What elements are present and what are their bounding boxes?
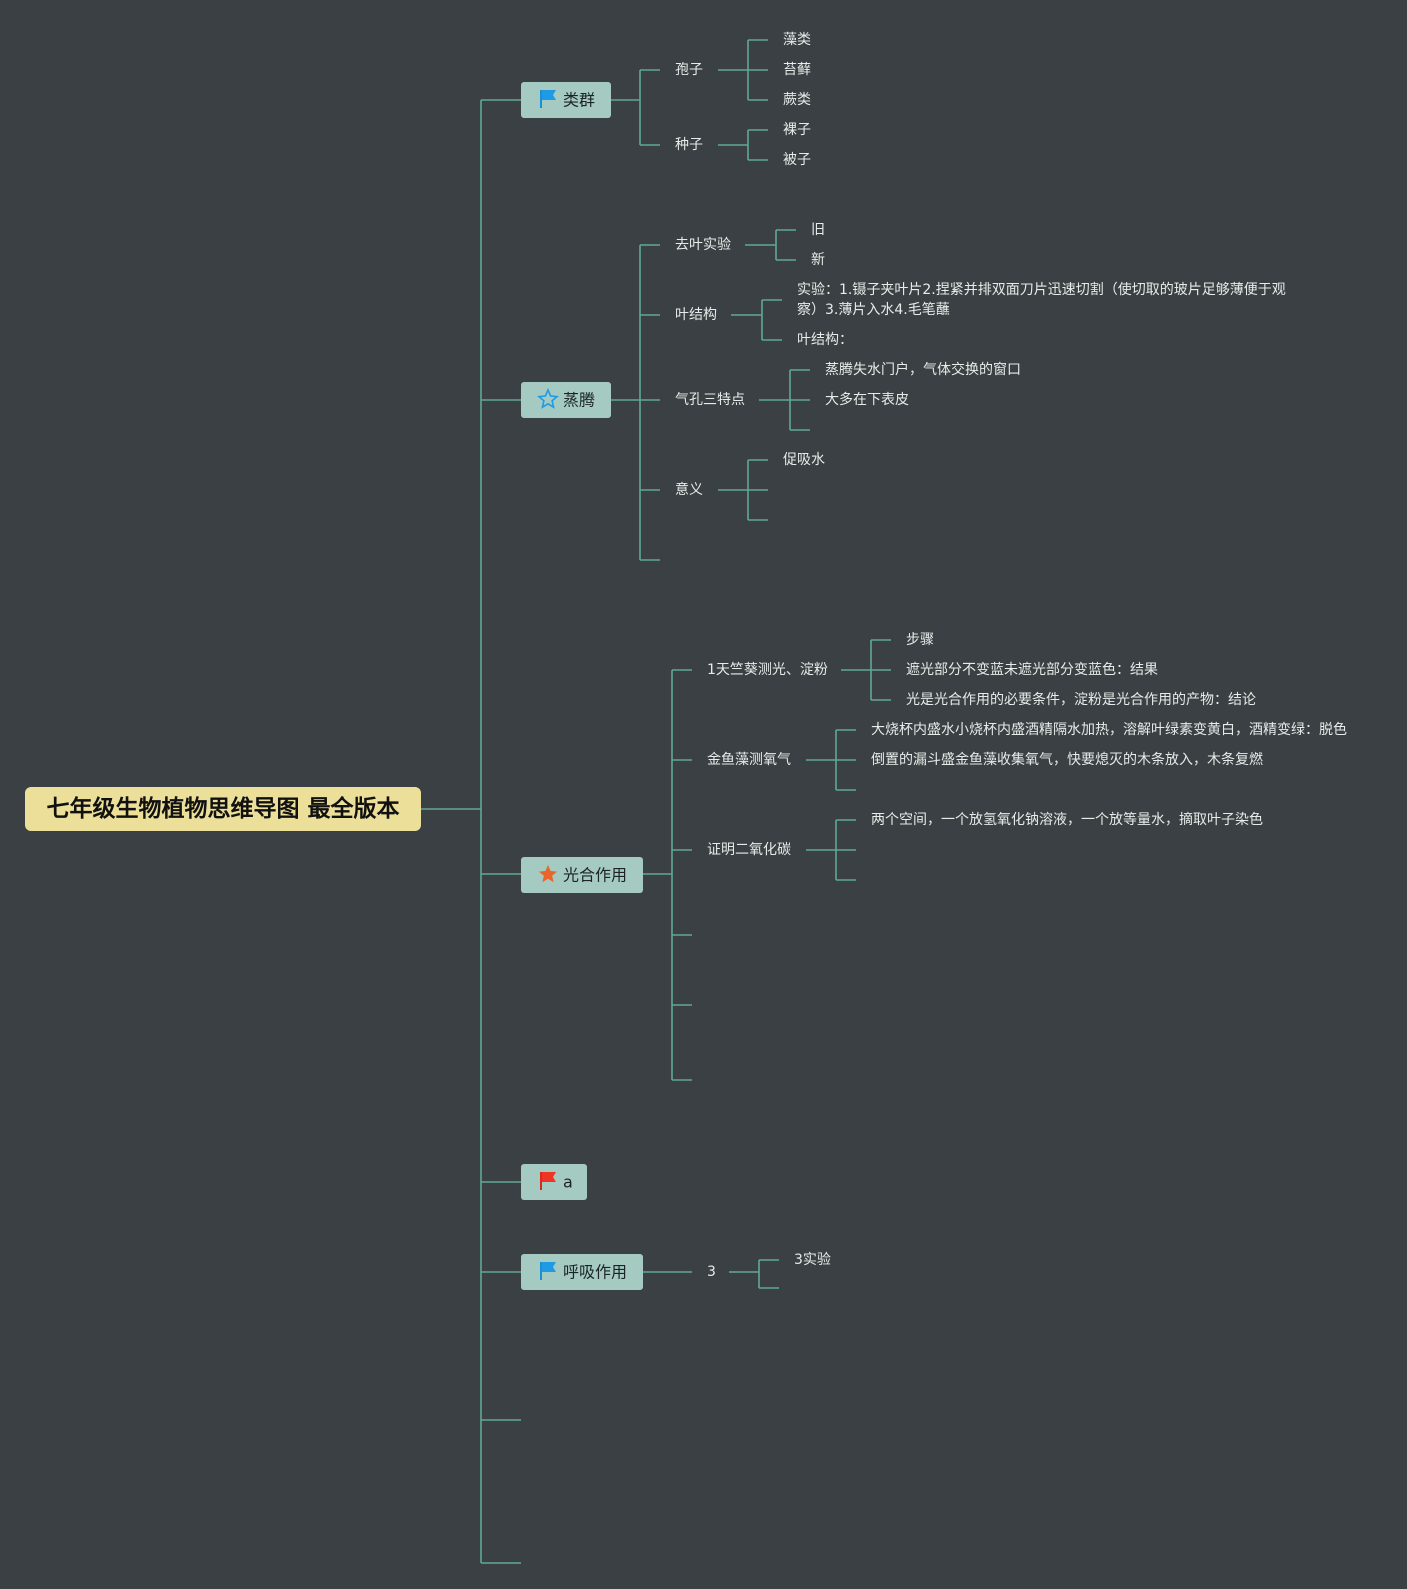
topic-yiyi[interactable]: 意义 xyxy=(675,482,703,498)
topic-baozi[interactable]: 孢子 xyxy=(675,62,703,78)
blue-flag-icon xyxy=(537,88,559,110)
branch-label: 蒸腾 xyxy=(563,390,596,410)
leaf-topic[interactable]: 光是光合作用的必要条件，淀粉是光合作用的产物：结论 xyxy=(906,692,1256,708)
topic-eryanghuatan[interactable]: 证明二氧化碳 xyxy=(707,842,791,858)
leaf-topic[interactable]: 实验：1.镊子夹叶片2.捏紧并排双面刀片迅速切割（使切取的玻片足够薄便于观察）3… xyxy=(797,282,1286,318)
topic-three[interactable]: 3 xyxy=(707,1264,716,1280)
leaf-topic[interactable]: 蕨类 xyxy=(783,92,811,108)
leaf-topic[interactable]: 旧 xyxy=(811,222,825,238)
leaf-topic[interactable]: 遮光部分不变蓝未遮光部分变蓝色：结果 xyxy=(906,662,1158,678)
leaf-topic[interactable]: 大多在下表皮 xyxy=(825,392,909,408)
leaf-topic[interactable]: 新 xyxy=(811,252,825,268)
leaf-topic[interactable]: 蒸腾失水门户，气体交换的窗口 xyxy=(825,362,1021,378)
branch-zhengteng[interactable]: 蒸腾 xyxy=(521,382,611,418)
blue-flag-icon xyxy=(537,1260,559,1282)
topic-tianzhukui[interactable]: 1天竺葵测光、淀粉 xyxy=(707,662,828,678)
leaf-topic[interactable]: 叶结构： xyxy=(797,332,853,348)
star-outline-icon xyxy=(537,388,559,410)
branch-label: 呼吸作用 xyxy=(563,1262,628,1282)
topic-jinyuzao[interactable]: 金鱼藻测氧气 xyxy=(707,752,791,768)
root-topic[interactable]: 七年级生物植物思维导图 最全版本 xyxy=(25,787,421,831)
branch-a[interactable]: a xyxy=(521,1164,587,1200)
leaf-topic[interactable]: 苔藓 xyxy=(783,62,811,78)
leaf-topic[interactable]: 3实验 xyxy=(794,1252,831,1268)
branch-guanghe[interactable]: 光合作用 xyxy=(521,857,643,893)
branch-label: 光合作用 xyxy=(563,865,628,885)
leaf-topic[interactable]: 促吸水 xyxy=(783,452,825,468)
topic-yejiegou[interactable]: 叶结构 xyxy=(675,307,717,323)
leaf-topic[interactable]: 大烧杯内盛水小烧杯内盛酒精隔水加热，溶解叶绿素变黄白，酒精变绿：脱色 xyxy=(871,722,1347,738)
topic-quye[interactable]: 去叶实验 xyxy=(675,237,731,253)
branch-label: 类群 xyxy=(563,90,596,110)
topic-qikong[interactable]: 气孔三特点 xyxy=(675,392,745,408)
topic-zhongzi[interactable]: 种子 xyxy=(675,137,703,153)
leaf-topic[interactable]: 裸子 xyxy=(783,122,811,138)
leaf-topic[interactable]: 倒置的漏斗盛金鱼藻收集氧气，快要熄灭的木条放入，木条复燃 xyxy=(871,752,1263,768)
branch-huxi[interactable]: 呼吸作用 xyxy=(521,1254,643,1290)
leaf-topic[interactable]: 步骤 xyxy=(906,632,934,648)
leaf-topic[interactable]: 被子 xyxy=(783,152,811,168)
branch-label: a xyxy=(563,1172,573,1192)
leaf-topic[interactable]: 藻类 xyxy=(783,32,811,48)
branch-leiqun[interactable]: 类群 xyxy=(521,82,611,118)
red-flag-icon xyxy=(537,1170,559,1192)
leaf-topic[interactable]: 两个空间，一个放氢氧化钠溶液，一个放等量水，摘取叶子染色 xyxy=(871,812,1263,828)
orange-star-icon xyxy=(537,863,559,885)
